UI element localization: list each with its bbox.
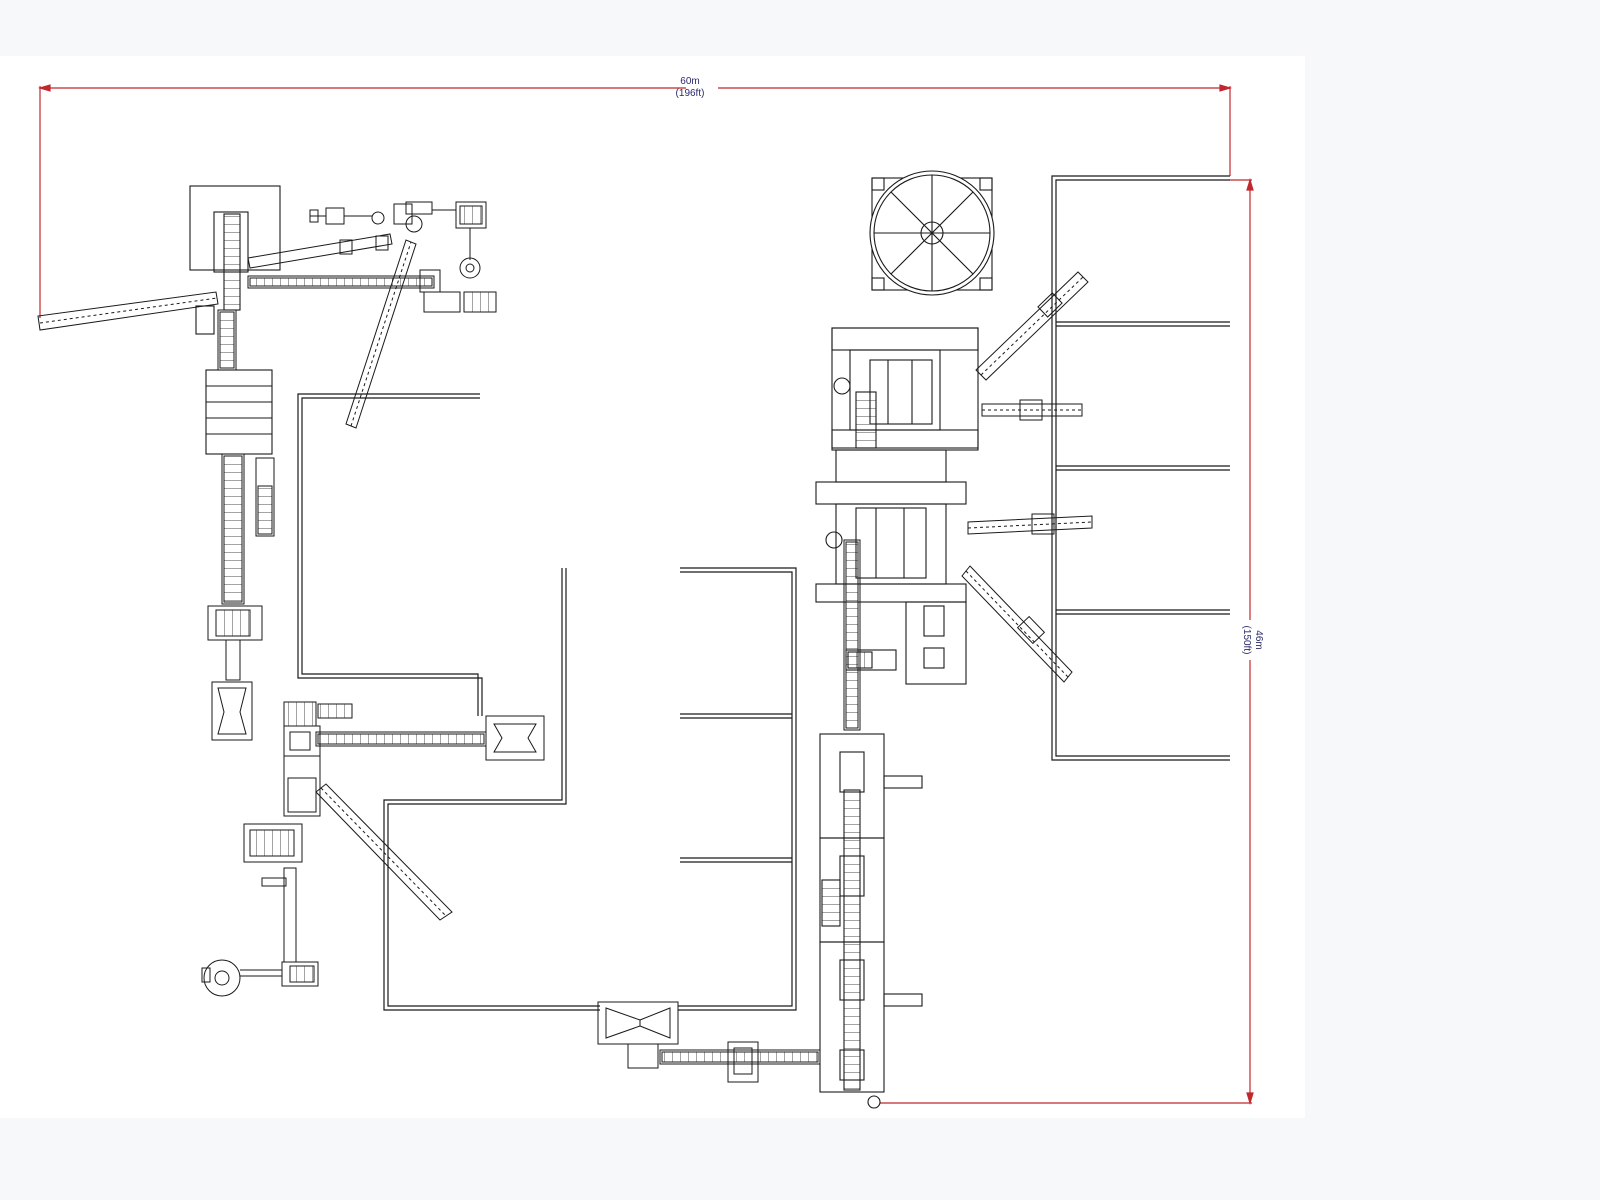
stacker-conveyor-e1 <box>981 399 1083 421</box>
width-dimension-imperial: (196ft) <box>676 88 705 99</box>
sw-feeder-line <box>201 701 545 997</box>
height-dimension-imperial: (150ft) <box>1241 626 1252 655</box>
stacker-conveyor-ne <box>975 271 1089 381</box>
stacker-conveyor-e2 <box>967 513 1093 535</box>
height-dimension <box>880 177 1254 1106</box>
primary-crusher-module <box>189 185 281 335</box>
secondary-screen-module <box>205 369 273 455</box>
central-feed-conveyor <box>843 539 861 731</box>
stacker-conveyor-se <box>961 565 1073 683</box>
west-main-conveyor <box>207 309 275 741</box>
height-dimension-metric: 46m <box>1253 630 1264 649</box>
north-transfer-conveyor <box>247 233 435 429</box>
drawing-sheet <box>0 56 1305 1118</box>
thickener-tank <box>869 170 995 296</box>
bottom-transfer-conveyor <box>597 1001 821 1083</box>
wash-plant-structure <box>815 327 979 685</box>
width-dimension-metric: 60m <box>680 76 699 87</box>
bunker-walls <box>297 393 797 1011</box>
stockpile-bays-east <box>1051 175 1230 761</box>
feeder-modules-south <box>819 733 923 1109</box>
width-dimension <box>37 84 1233 318</box>
pump-and-cyclone-group <box>309 201 497 313</box>
west-stacker-conveyor <box>37 291 219 331</box>
